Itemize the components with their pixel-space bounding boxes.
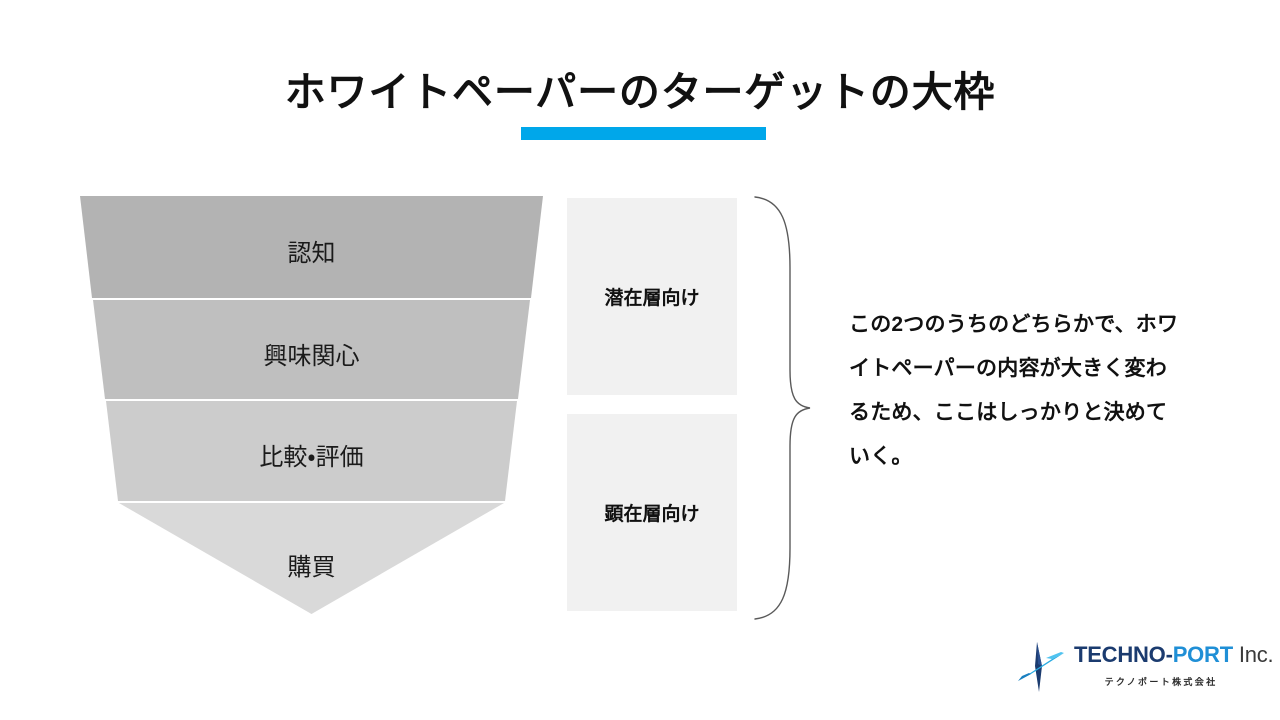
segment-box-latent: 潜在層向け (567, 198, 737, 395)
logo-text-block: TECHNO-PORT Inc. テクノポート株式会社 (1074, 642, 1274, 688)
segment-box-active: 顕在層向け (567, 414, 737, 611)
techno-port-mark-icon (1012, 640, 1066, 694)
company-logo: TECHNO-PORT Inc. テクノポート株式会社 (1012, 638, 1274, 700)
logo-wordmark: TECHNO-PORT Inc. (1074, 642, 1274, 667)
segment-box-label-latent: 潜在層向け (604, 288, 700, 309)
segment-box-label-active: 顕在層向け (604, 504, 700, 525)
page-title: ホワイトペーパーのターゲットの大枠 (284, 69, 996, 115)
funnel-stage-shape-0 (80, 196, 543, 298)
funnel-stage-shape-1 (93, 300, 530, 399)
funnel-stage-shape-2 (106, 401, 517, 501)
logo-word-port: PORT (1172, 642, 1233, 667)
logo-subtitle: テクノポート株式会社 (1104, 677, 1218, 687)
title-accent-rule (521, 127, 766, 140)
funnel-diagram: 認知 興味関心 比較・評価 購買 (80, 196, 543, 614)
logo-word-inc: Inc. (1232, 642, 1274, 667)
funnel-stage-shape-3 (119, 503, 504, 614)
logo-word-techno: TECHNO- (1074, 642, 1173, 667)
callout-text: この2つのうちのどちらかで、ホワイトペーパーの内容が大きく変わるため、ここはしっ… (849, 313, 1179, 468)
curly-brace-icon (752, 190, 844, 626)
